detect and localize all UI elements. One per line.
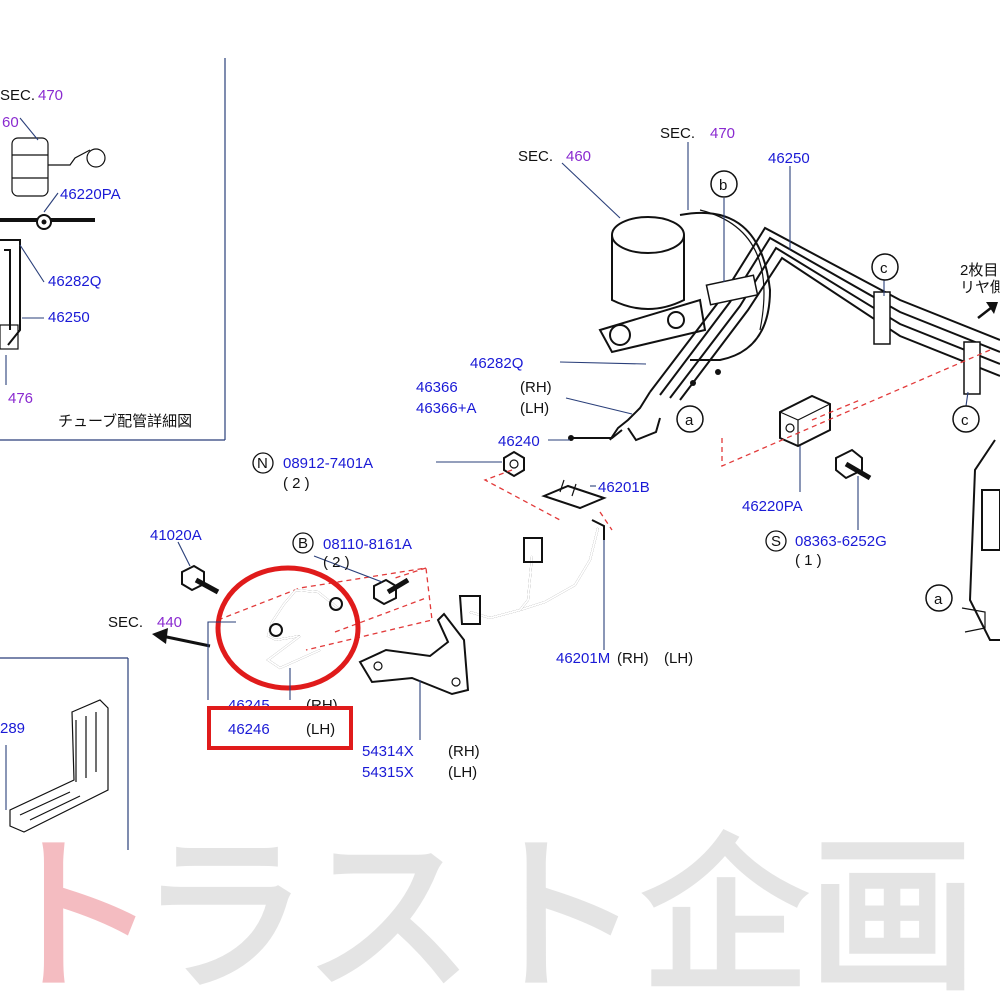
right-assembly-partial-icon (961, 439, 1000, 641)
part-46201m: 46201M (556, 650, 610, 667)
part-54314x: 54314X (362, 743, 414, 760)
part-08363: 08363-6252G (795, 533, 887, 550)
inset-caption: チューブ配管詳細図 (58, 412, 192, 430)
part-46220pa: 46220PA (742, 498, 803, 515)
brake-tube-46250 (649, 226, 1000, 401)
callout-a-1: a (685, 412, 694, 429)
part-46246: 46246 (228, 721, 270, 738)
part-41020a: 41020A (150, 527, 202, 544)
sec-460-label: SEC. (518, 148, 553, 165)
brake-tube-46246 (266, 588, 343, 670)
label-rh-46366: (RH) (520, 379, 552, 396)
callout-c-1: c (880, 260, 888, 277)
highlight-circle (215, 565, 361, 691)
part-46240: 46240 (498, 433, 540, 450)
flex-hose-46201m-icon (458, 519, 605, 625)
part-46250: 46250 (768, 150, 810, 167)
sec-440-number: 440 (157, 614, 182, 631)
part-46282q: 46282Q (470, 355, 523, 372)
bolt-08110-icon (373, 577, 410, 606)
callout-c-2: c (961, 412, 969, 429)
part-08110: 08110-8161A (323, 536, 412, 553)
bracket-54314x-icon (358, 612, 470, 696)
nut-icon (503, 450, 525, 478)
watermark-first-char: ト (0, 819, 158, 1000)
arrow-sec-440-icon (152, 628, 211, 648)
inset-sec-470-number: 470 (38, 87, 63, 104)
inset-sec-470-label: SEC. (0, 87, 35, 104)
qty-08363: ( 1 ) (795, 552, 822, 569)
callout-a-2: a (934, 591, 943, 608)
master-cylinder-icon (598, 209, 772, 361)
label-rh-54314x: (RH) (448, 743, 480, 760)
inset-part-46282q: 46282Q (48, 273, 101, 290)
bracket-clip-icon (9, 699, 109, 833)
connector-46220pa-icon (779, 394, 831, 448)
sec-470-label: SEC. (660, 125, 695, 142)
inset-number-476: 476 (8, 390, 33, 407)
brake-tube-46282q (609, 391, 661, 442)
part-46201b: 46201B (598, 479, 650, 496)
part-46366a: 46366+A (416, 400, 476, 417)
callout-b: b (719, 177, 727, 194)
assembly-guide-lines (217, 349, 991, 651)
inset-sec-460-number: 60 (2, 114, 19, 131)
inset-top: SEC. 470 60 46220PA 46282Q 46250 476 チュー… (0, 58, 226, 441)
label-rh-46201m: (RH) (617, 650, 649, 667)
label-lh-46246: (LH) (306, 721, 335, 738)
inset-bottom: 289 (0, 657, 129, 850)
bolt-08363-icon (835, 448, 872, 481)
inset-brake-booster-icon (11, 117, 106, 197)
label-lh-46201m: (LH) (664, 650, 693, 667)
tube-clamp-c1-icon: c (871, 253, 899, 345)
part-54315x: 54315X (362, 764, 414, 781)
inset-part-46250: 46250 (48, 309, 90, 326)
bolt-41020a-icon (181, 564, 220, 595)
label-lh-46366: (LH) (520, 400, 549, 417)
inset-part-partial: 289 (0, 720, 25, 737)
qty-08110: ( 2 ) (323, 554, 350, 571)
tube-clamp-c2-icon: c (952, 341, 981, 433)
watermark: ト ラスト企画 (0, 819, 977, 1000)
part-08912: 08912-7401A (283, 455, 373, 472)
bracket-46201b-icon (541, 479, 607, 510)
hose-46240-icon (568, 429, 623, 441)
sec-470-number: 470 (710, 125, 735, 142)
label-lh-54315x: (LH) (448, 764, 477, 781)
tube-clamp-b-icon: b (705, 170, 759, 306)
sec-440-label: SEC. (108, 614, 143, 631)
b-mark: B (298, 535, 308, 552)
part-46366: 46366 (416, 379, 458, 396)
highlight-box (207, 706, 353, 750)
s-mark: S (771, 533, 781, 550)
watermark-text: ラスト企画 (140, 819, 977, 1000)
rear-note-line-1: 2枚目 (960, 262, 998, 279)
n-mark: N (257, 455, 268, 472)
sec-460-number: 460 (566, 148, 591, 165)
qty-08912: ( 2 ) (283, 475, 310, 492)
rear-note-line-2: リヤ側 (960, 279, 1000, 296)
inset-part-46220pa: 46220PA (60, 186, 121, 203)
